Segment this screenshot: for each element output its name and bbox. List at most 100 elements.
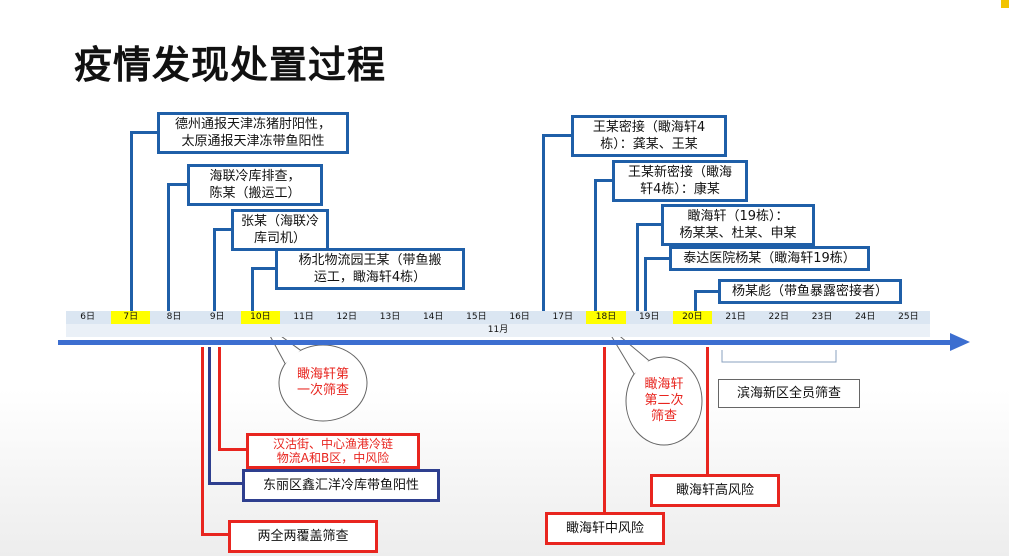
connector-line [636, 223, 661, 226]
date-cell: 17日 [552, 312, 573, 322]
connector-line [644, 257, 647, 311]
box-text-line: 德州通报天津冻猪肘阳性， [174, 117, 331, 132]
box-text-line: 瞰海轩 [644, 377, 684, 392]
connector-line [694, 290, 718, 293]
connector-line [594, 179, 612, 182]
box-text-line: 杨某彪（带鱼暴露密接者） [731, 284, 888, 299]
connector-line [208, 482, 242, 485]
event-wang-contacts: 王某密接（瞰海轩4 栋）：龚某、王某 [571, 115, 727, 157]
connector-line [594, 179, 597, 311]
date-cell: 8日 [166, 312, 182, 322]
connector-line [218, 448, 246, 451]
box-text-line: 一次筛查 [296, 383, 349, 398]
event-yang-biao: 杨某彪（带鱼暴露密接者） [718, 279, 902, 304]
date-cell: 12日 [336, 312, 357, 322]
timeline-arrowhead [950, 333, 970, 351]
connector-line [167, 183, 187, 186]
box-text-line: 瞰海轩高风险 [675, 483, 754, 498]
callout-first-screening-bubble [278, 344, 368, 422]
box-text-line: 第二次 [644, 393, 684, 408]
connector-line [167, 183, 170, 311]
date-cell: 21日 [725, 312, 746, 322]
connector-line [201, 533, 228, 536]
date-cell: 15日 [466, 312, 487, 322]
connector-line [542, 134, 571, 137]
event-dezhou-report: 德州通报天津冻猪肘阳性， 太原通报天津冻带鱼阳性 [157, 112, 349, 154]
date-cell: 19日 [638, 312, 660, 322]
date-cell: 22日 [768, 312, 789, 322]
event-binhai-screening: 滨海新区全员筛查 [718, 379, 860, 408]
event-kanhaixuan-high-risk: 瞰海轩高风险 [650, 474, 780, 507]
page-title: 疫情发现处置过程 [74, 43, 387, 87]
box-text-line: 陈某（搬运工） [209, 186, 301, 201]
date-cell: 7日 [111, 311, 151, 324]
box-text-line: 王某密接（瞰海轩4 [592, 120, 706, 135]
date-cell: 23日 [811, 312, 833, 322]
callout-second-screening-bubble [625, 356, 703, 446]
box-text-line: 瞰海轩第 [296, 367, 349, 382]
date-cell: 10日 [240, 311, 280, 324]
event-taida-hospital: 泰达医院杨某（瞰海轩19栋） [669, 246, 870, 271]
event-wang-new-contact: 王某新密接（瞰海轩4栋）：康某 [612, 160, 748, 202]
box-text-line: 两全两覆盖筛查 [257, 529, 349, 544]
connector-line [251, 267, 254, 311]
date-cell: 25日 [898, 312, 919, 322]
connector-line [201, 347, 204, 535]
box-text-line: 瞰海轩（19栋）： [687, 209, 789, 224]
connector-line [251, 267, 275, 270]
box-text-line: 筛查 [650, 409, 677, 424]
connector-line [208, 347, 211, 484]
connector-line [694, 290, 697, 311]
date-row [66, 311, 930, 324]
date-cell: 16日 [509, 312, 530, 322]
event-building19: 瞰海轩（19栋）： 杨某某、杜某、申某 [661, 204, 815, 246]
box-text-line: 轩4栋）：康某 [640, 182, 720, 197]
box-text-line: 汉沽街、中心渔港冷链 [272, 437, 393, 451]
screening-range-bracket [721, 350, 837, 363]
box-text-line: 运工，瞰海轩4栋） [313, 270, 427, 285]
connector-line [218, 347, 221, 450]
event-two-full-coverage: 两全两覆盖筛查 [228, 520, 378, 553]
box-text-line: 王某新密接（瞰海 [627, 165, 732, 180]
callout-first-screening: 瞰海轩第一次筛查 [283, 367, 363, 399]
connector-line [130, 131, 133, 311]
box-text-line: 泰达医院杨某（瞰海轩19栋） [683, 251, 856, 266]
box-text-line: 杨某某、杜某、申某 [679, 226, 797, 241]
event-zhang-driver: 张某（海联冷库司机） [231, 209, 329, 251]
box-text-line: 海联冷库排查， [209, 169, 301, 184]
connector-line [213, 228, 216, 311]
box-text-line: 张某（海联冷 [240, 214, 319, 229]
box-text-line: 东丽区鑫汇洋冷库带鱼阳性 [262, 478, 419, 493]
box-text-line: 太原通报天津冻带鱼阳性 [181, 134, 325, 149]
box-text-line: 栋）：龚某、王某 [600, 137, 698, 152]
date-cell: 18日 [586, 311, 626, 324]
event-dongli-positive: 东丽区鑫汇洋冷库带鱼阳性 [242, 469, 440, 502]
connector-line [644, 257, 669, 260]
connector-line [542, 134, 545, 311]
date-cell: 13日 [379, 312, 401, 322]
event-yangbei-wang: 杨北物流园王某（带鱼搬运工，瞰海轩4栋） [275, 248, 465, 290]
timeline-axis [58, 340, 958, 345]
connector-line [706, 347, 709, 475]
date-cell: 9日 [209, 312, 225, 322]
corner-accent [1001, 0, 1009, 8]
date-cell: 24日 [854, 312, 876, 322]
date-cell: 14日 [422, 312, 444, 322]
box-text-line: 杨北物流园王某（带鱼搬 [298, 253, 442, 268]
date-cell: 6日 [80, 312, 95, 322]
event-hailian-check: 海联冷库排查， 陈某（搬运工） [187, 164, 323, 206]
month-label: 11月 [66, 324, 930, 337]
event-kanhaixuan-medium-risk: 瞰海轩中风险 [545, 512, 665, 545]
callout-second-screening: 瞰海轩第二次筛查 [624, 377, 704, 425]
box-text-line: 物流A和B区，中风险 [276, 451, 390, 465]
date-cell: 20日 [672, 311, 712, 324]
box-text-line: 瞰海轩中风险 [565, 521, 644, 536]
connector-line [636, 223, 639, 311]
connector-line [603, 347, 606, 513]
event-hangu-medium-risk: 汉沽街、中心渔港冷链物流A和B区，中风险 [246, 433, 420, 469]
date-cell: 11日 [293, 312, 314, 322]
box-text-line: 库司机） [253, 231, 306, 246]
connector-line [130, 131, 157, 134]
